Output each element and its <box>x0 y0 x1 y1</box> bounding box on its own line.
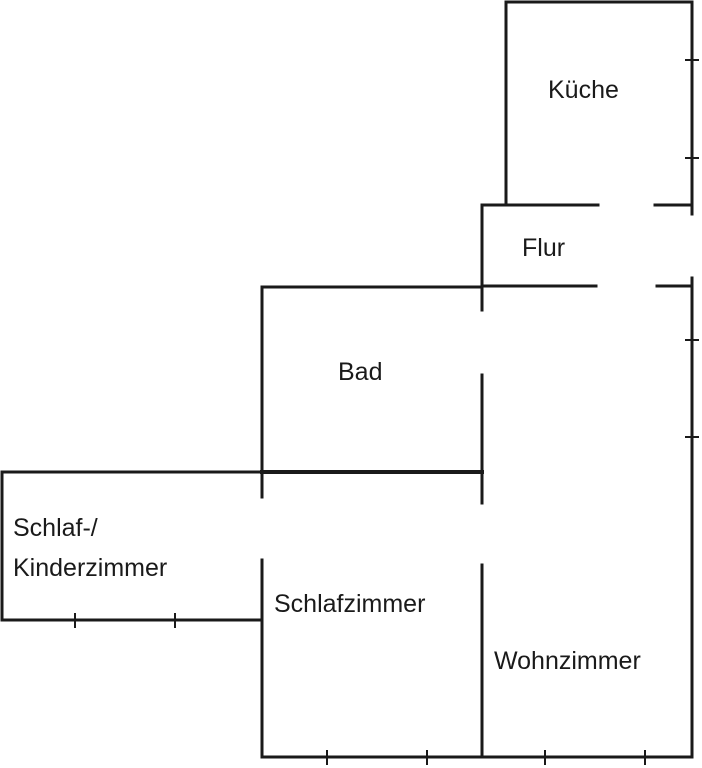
room-label-wohnzimmer: Wohnzimmer <box>494 647 641 675</box>
room-label-kueche: Küche <box>548 76 619 104</box>
room-label-kinderzimmer-1: Schlaf-/ <box>13 514 98 542</box>
room-label-schlafzimmer: Schlafzimmer <box>274 590 426 618</box>
bad-walls <box>260 285 484 499</box>
room-label-flur: Flur <box>522 234 566 262</box>
room-label-bad: Bad <box>338 358 383 386</box>
walls <box>0 0 694 759</box>
window-marks <box>74 59 699 765</box>
kueche-walls <box>504 0 694 216</box>
room-label-kinderzimmer-2: Kinderzimmer <box>13 554 168 582</box>
kinderzimmer-walls <box>0 470 264 622</box>
